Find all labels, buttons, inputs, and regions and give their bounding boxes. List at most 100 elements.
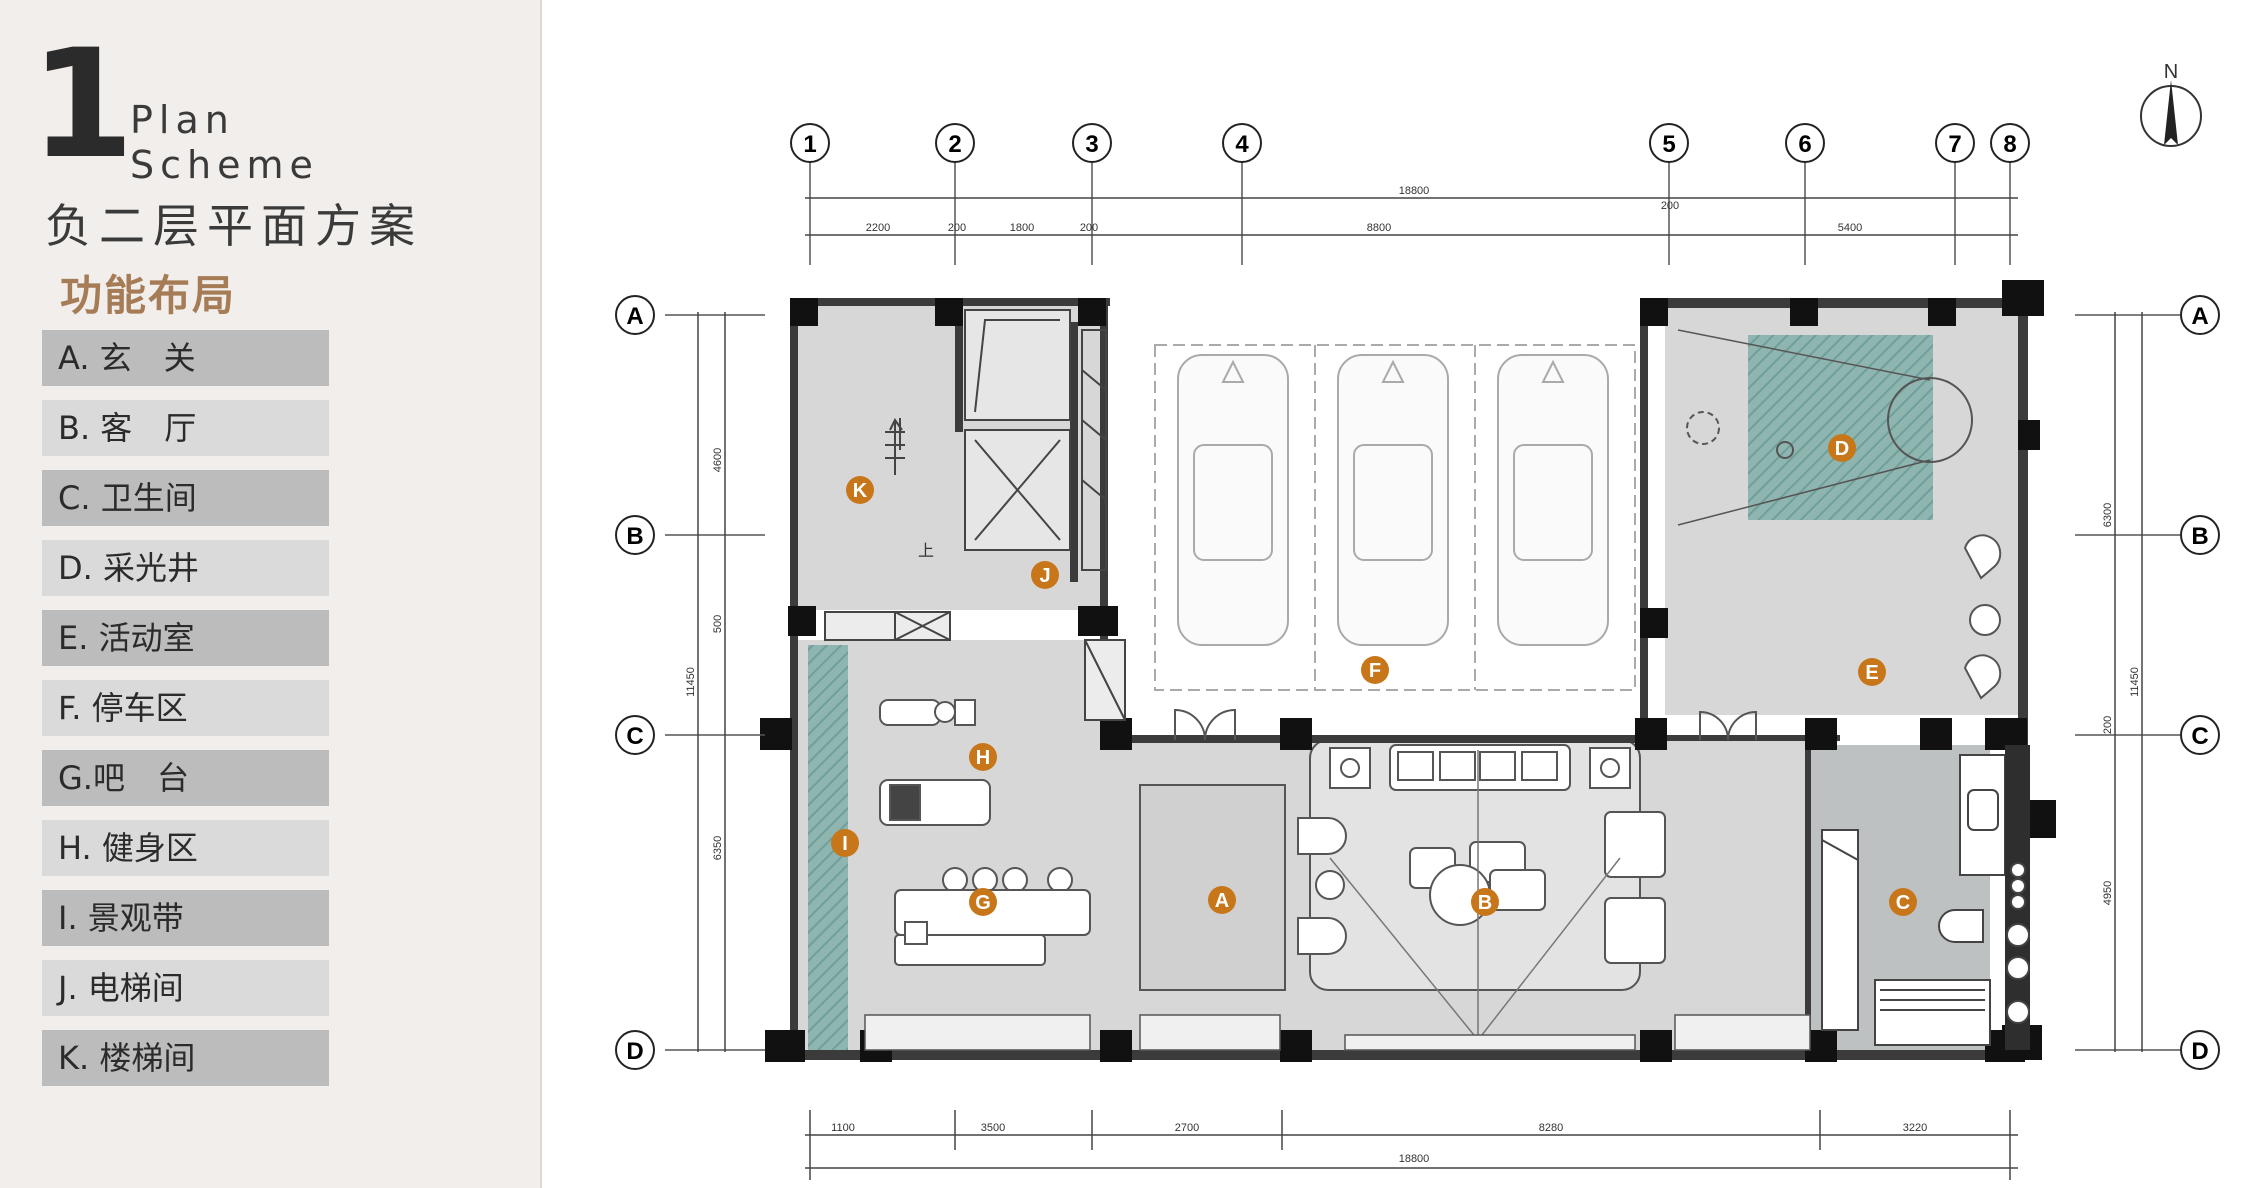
bottom-cabinetry	[864, 1014, 1811, 1051]
svg-text:8: 8	[2003, 131, 2016, 158]
dim-text: 4600	[712, 448, 724, 472]
axis-bubble: A	[615, 295, 655, 335]
dim-text: 200	[948, 222, 966, 234]
svg-text:A: A	[626, 303, 643, 330]
section-number: 1	[30, 18, 135, 192]
dim-text: 1100	[831, 1122, 855, 1134]
dim-text: 6300	[2102, 503, 2114, 527]
legend-panel: 1 Plan Scheme 负二层平面方案 功能布局 A. 玄 关 B. 客 厅…	[0, 0, 542, 1188]
gym-equipment	[879, 699, 991, 826]
svg-text:4: 4	[1235, 131, 1249, 158]
entrance-rug	[1139, 784, 1286, 991]
svg-text:6: 6	[1798, 131, 1811, 158]
svg-text:F: F	[1369, 660, 1381, 682]
axis-bubble: 8	[1990, 123, 2030, 163]
walls	[790, 298, 2030, 1060]
plan-word: Plan	[130, 98, 235, 142]
bar-counter	[894, 867, 1091, 966]
room-marker: J	[1031, 561, 1059, 589]
dim-text: 200	[1080, 222, 1098, 234]
dim-text: 4950	[2102, 881, 2114, 905]
svg-text:7: 7	[1948, 131, 1961, 158]
axis-bubble: B	[2180, 515, 2220, 555]
svg-text:D: D	[2191, 1038, 2208, 1065]
svg-text:B: B	[1478, 892, 1492, 914]
dim-text: 3220	[1903, 1122, 1927, 1134]
svg-text:H: H	[976, 747, 990, 769]
svg-text:C: C	[1896, 892, 1910, 914]
room-marker: A	[1208, 886, 1236, 914]
axis-bubble: D	[2180, 1030, 2220, 1070]
activity-room-furniture	[1677, 329, 2002, 700]
room-marker: B	[1471, 888, 1499, 916]
function-legend: A. 玄 关 B. 客 厅 C. 卫生间 D. 采光井 E. 活动室 F. 停车…	[42, 330, 329, 1100]
svg-text:2: 2	[948, 131, 961, 158]
elevator-shaft	[964, 309, 1107, 571]
row-axis-labels: A B C D A B C D	[615, 295, 2220, 1070]
legend-item: C. 卫生间	[42, 470, 329, 526]
svg-text:A: A	[2191, 303, 2208, 330]
parking-area	[1154, 344, 1636, 691]
svg-text:1: 1	[803, 131, 816, 158]
room-marker: G	[969, 888, 997, 916]
svg-text:N: N	[2164, 61, 2178, 83]
axis-bubble: A	[2180, 295, 2220, 335]
bathroom-fixtures	[1821, 745, 2030, 1050]
room-marker: E	[1858, 658, 1886, 686]
axis-bubble: C	[615, 715, 655, 755]
legend-item: A. 玄 关	[42, 330, 329, 386]
legend-item: F. 停车区	[42, 680, 329, 736]
page-title: 负二层平面方案	[45, 199, 423, 253]
dim-text: 200	[1661, 200, 1679, 212]
legend-item: D. 采光井	[42, 540, 329, 596]
svg-text:E: E	[1865, 662, 1878, 684]
svg-text:5: 5	[1662, 131, 1675, 158]
svg-text:J: J	[1039, 565, 1050, 587]
dim-text: 8800	[1367, 222, 1391, 234]
room-marker: C	[1889, 888, 1917, 916]
room-marker: D	[1828, 434, 1856, 462]
svg-text:C: C	[626, 723, 643, 750]
legend-item: B. 客 厅	[42, 400, 329, 456]
svg-text:G: G	[975, 892, 991, 914]
dimension-lines	[697, 197, 2143, 1180]
legend-item: J. 电梯间	[42, 960, 329, 1016]
svg-text:B: B	[626, 523, 643, 550]
axis-bubble: B	[615, 515, 655, 555]
axis-bubble: D	[615, 1030, 655, 1070]
light-well-hatch	[1748, 335, 1933, 520]
axis-bubble: 2	[935, 123, 975, 163]
dim-text: 18800	[1399, 1153, 1430, 1165]
cabinet-row	[824, 611, 1126, 721]
axis-bubble: C	[2180, 715, 2220, 755]
axis-bubble: 6	[1785, 123, 1825, 163]
dim-text: 200	[2102, 716, 2114, 734]
axis-bubble: 4	[1222, 123, 1262, 163]
dim-text: 3500	[981, 1122, 1005, 1134]
axis-bubble: 7	[1935, 123, 1975, 163]
room-marker: F	[1361, 656, 1389, 684]
scheme-word: Scheme	[130, 143, 319, 187]
section-subtitle: 功能布局	[60, 271, 237, 320]
dim-text: 11450	[685, 667, 697, 697]
axis-bubble: 5	[1649, 123, 1689, 163]
dim-text: 8280	[1539, 1122, 1563, 1134]
north-arrow-icon: N	[2140, 61, 2202, 147]
legend-item: H. 健身区	[42, 820, 329, 876]
dim-text: 500	[712, 615, 724, 633]
dim-text: 5400	[1838, 222, 1862, 234]
dim-text: 18800	[1399, 185, 1430, 197]
svg-text:3: 3	[1085, 131, 1098, 158]
dim-text: 1800	[1010, 222, 1034, 234]
room-markers: K J D F E H I G A B C	[831, 434, 1917, 916]
dim-text: 2700	[1175, 1122, 1199, 1134]
svg-text:上: 上	[918, 542, 934, 560]
legend-item: G.吧 台	[42, 750, 329, 806]
car-icon	[1177, 354, 1609, 646]
axis-grid-lines	[665, 162, 2180, 1051]
stair: 上	[885, 418, 934, 560]
legend-item: K. 楼梯间	[42, 1030, 329, 1086]
svg-text:A: A	[1215, 890, 1229, 912]
room-marker: K	[846, 476, 874, 504]
column-axis-labels: 1 2 3 4 5 6 7 8	[790, 123, 2030, 163]
